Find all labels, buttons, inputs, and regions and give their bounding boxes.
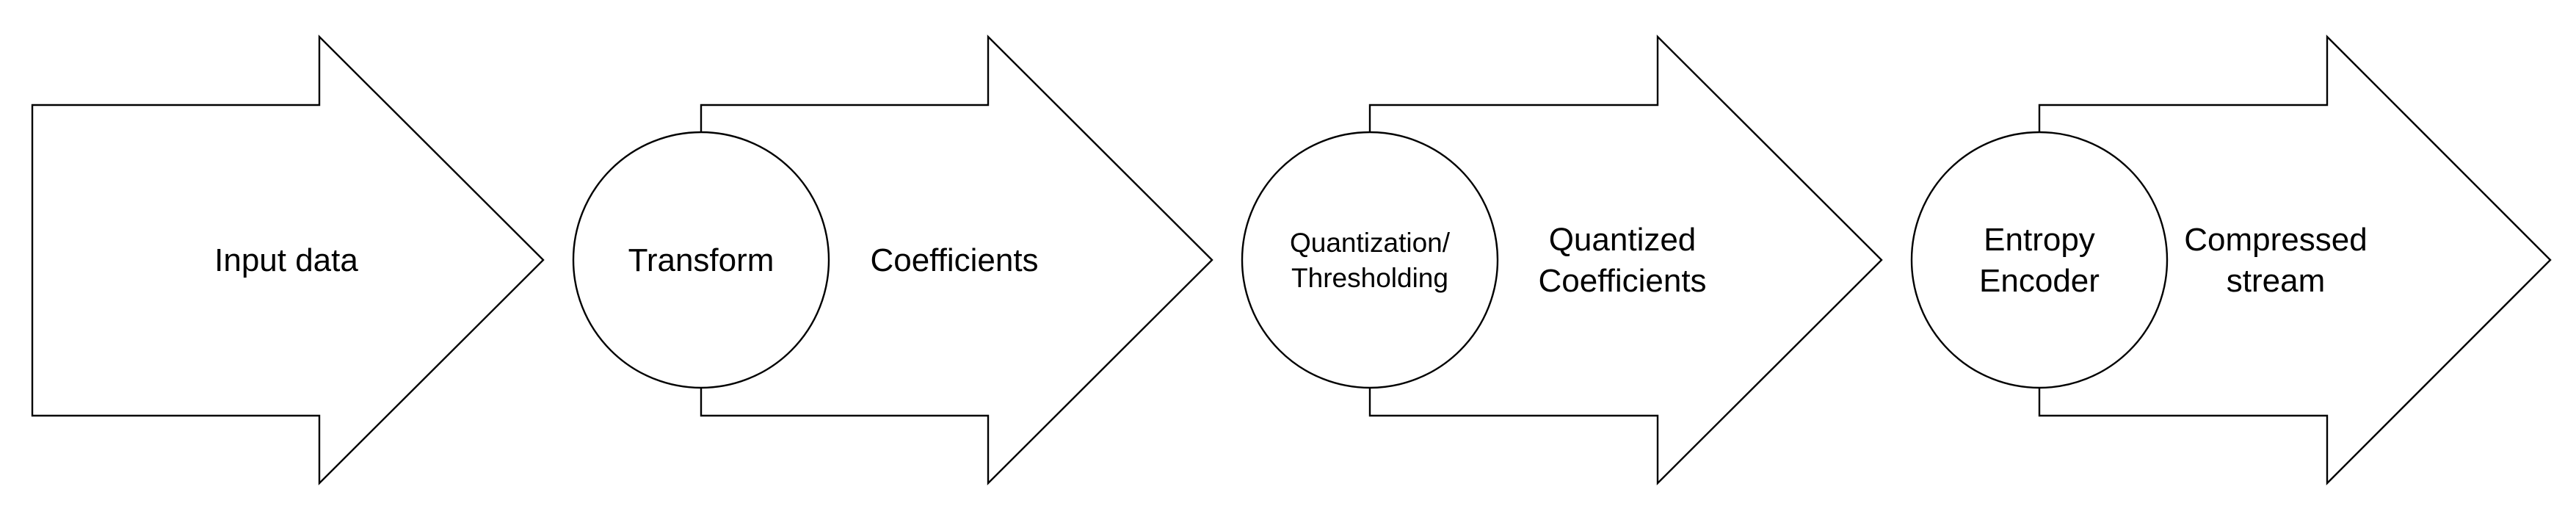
circle-entropy-encoder: Entropy Encoder — [1910, 131, 2169, 389]
arrow-quantized-coefficients: Quantized Coefficients — [1368, 35, 1883, 485]
circle-transform: Transform — [572, 131, 830, 389]
circle-label-entropy-line1: Entropy — [1984, 222, 2095, 258]
circle-shape — [572, 131, 830, 389]
arrow-label-compressed-line2: stream — [2227, 263, 2325, 299]
arrow-coefficients: Coefficients — [700, 35, 1213, 485]
circle-shape — [1910, 131, 2169, 389]
circle-label-transform: Transform — [628, 242, 774, 278]
arrow-label-input-data: Input data — [214, 242, 358, 278]
arrow-shape — [31, 35, 545, 485]
circle-label-entropy-line2: Encoder — [1979, 263, 2100, 299]
arrow-shape — [1368, 35, 1883, 485]
arrow-label-coefficients: Coefficients — [870, 242, 1038, 278]
circle-label-quantization-line1: Quantization/ — [1290, 228, 1451, 258]
circle-label-quantization-line2: Thresholding — [1291, 263, 1448, 293]
arrow-label-quantized-line1: Quantized — [1549, 222, 1697, 258]
arrow-input-data: Input data — [31, 35, 545, 485]
arrow-compressed-stream: Compressed stream — [2038, 35, 2552, 485]
circle-shape — [1241, 131, 1499, 389]
arrow-shape — [700, 35, 1213, 485]
circle-quantization-thresholding: Quantization/ Thresholding — [1241, 131, 1499, 389]
arrow-label-quantized-line2: Coefficients — [1538, 263, 1706, 299]
arrow-label-compressed-line1: Compressed — [2184, 222, 2367, 258]
arrow-shape — [2038, 35, 2552, 485]
